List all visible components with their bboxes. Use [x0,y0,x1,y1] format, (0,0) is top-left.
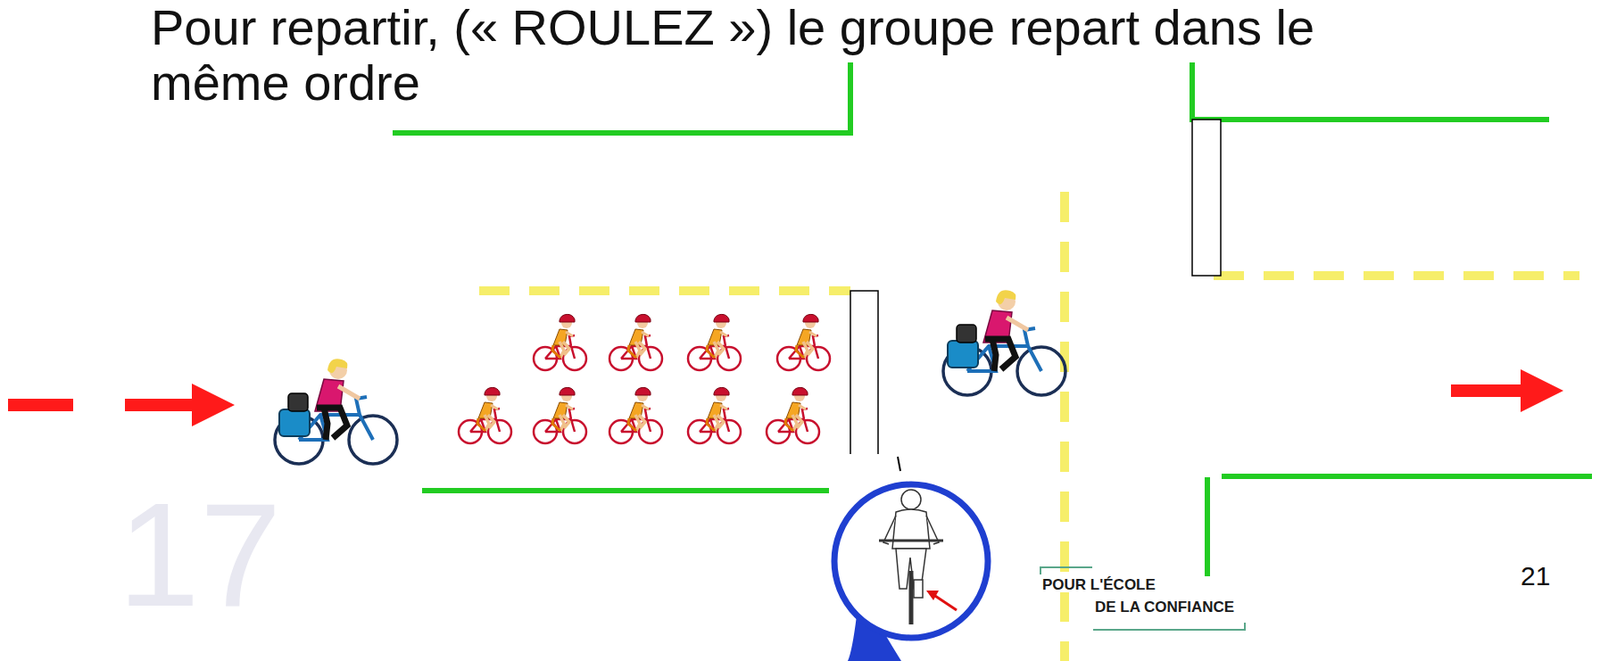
child-cyclists [458,314,830,444]
page-number: 21 [1518,563,1552,590]
adult-cyclist [943,290,1066,396]
dashed-road-lines [479,191,1580,661]
zoom-callout [834,456,988,661]
adult-cyclist [274,358,398,465]
stop-post [850,119,1221,455]
kerb-lines [392,62,1592,577]
direction-arrows [8,369,1564,427]
logo-brackets [1040,567,1245,631]
slide-title: Pour repartir, (« ROULEZ ») le groupe re… [150,0,1383,110]
logo-text: POUR L'ÉCOLE [1040,577,1158,593]
logo-text: DE LA CONFIANCE [1093,599,1236,615]
slide-watermark-number: 17 [116,481,284,630]
